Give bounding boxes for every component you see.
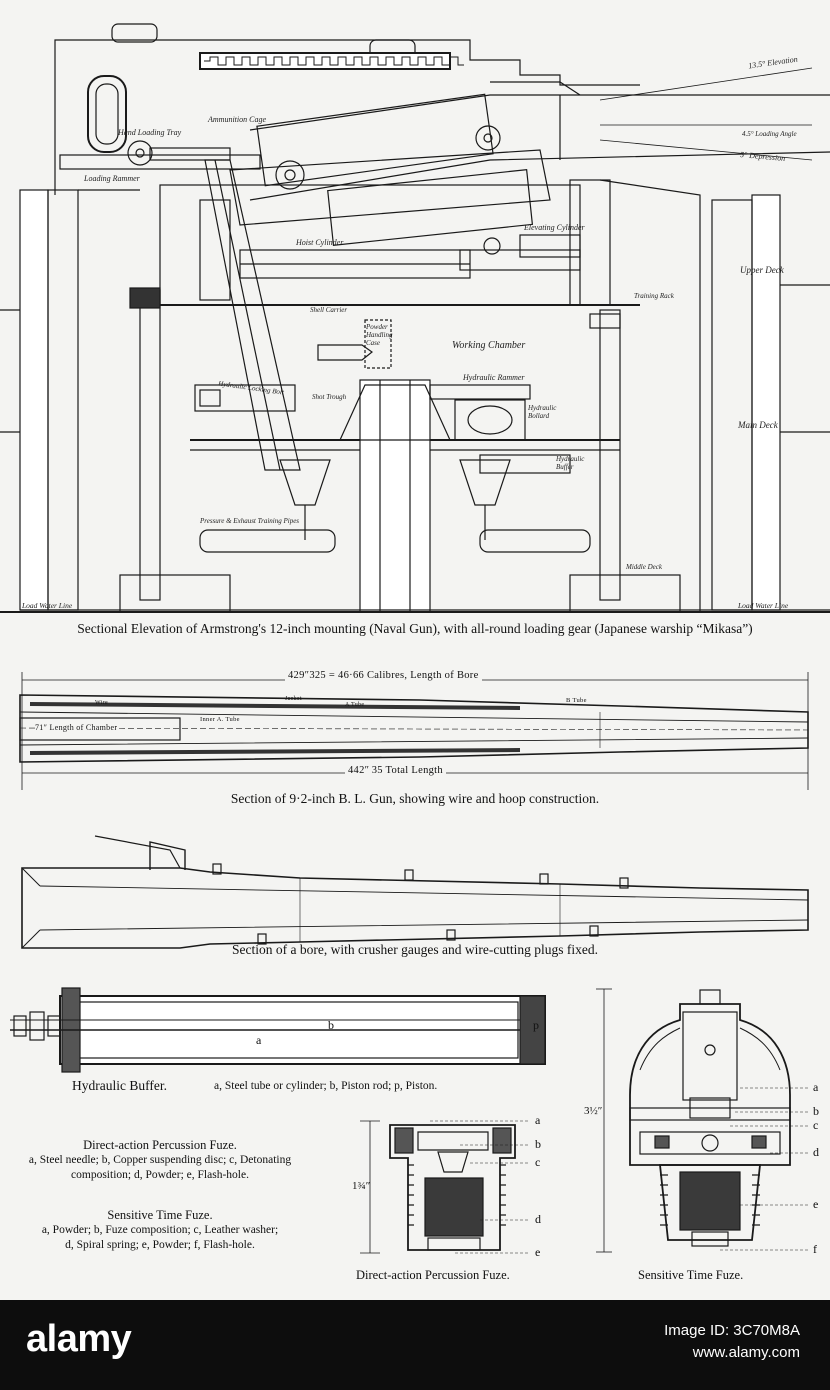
pressure-exhaust-pipes-label: Pressure & Exhaust Training Pipes [200, 517, 300, 525]
buffer-letter-p: p [533, 1018, 539, 1032]
image-id-label: Image ID: 3C70M8A [664, 1322, 800, 1339]
working-chamber-label: Working Chamber [452, 340, 526, 351]
loading-rammer-label: Loading Rammer [84, 174, 140, 183]
hydraulic-bollard-label: Hydraulic Bollard [528, 404, 557, 420]
gun-section-drawing [19, 672, 809, 790]
percussion-fuze-drawing [360, 1120, 530, 1254]
buffer-letter-b: b [328, 1018, 334, 1032]
time-letter-f: f [813, 1242, 817, 1256]
percussion-letter-c: c [535, 1155, 541, 1169]
time-letter-c: c [813, 1118, 819, 1132]
buffer-title: Hydraulic Buffer. [72, 1078, 167, 1093]
bore-section-drawing [21, 835, 809, 949]
hand-loading-tray-label: Hand Loading Tray [118, 128, 182, 137]
loading-angle-label: 4.5° Loading Angle [742, 130, 797, 138]
middle-deck-label: Middle Deck [626, 563, 662, 571]
training-rack-label: Training Rack [634, 292, 674, 300]
wire-label: Wire [95, 700, 108, 706]
hydraulic-buffer-drawing [10, 987, 546, 1073]
elevating-cylinder-label: Elevating Cylinder [524, 223, 585, 232]
time-fuze-drawing [596, 988, 808, 1253]
mounting-caption: Sectional Elevation of Armstrong's 12-in… [77, 621, 753, 636]
time-dimension: 3½″ [584, 1105, 603, 1117]
ammunition-cage-label: Ammunition Cage [208, 115, 266, 124]
percussion-dimension: 1¾″ [352, 1180, 371, 1192]
time-letter-a: a [813, 1080, 819, 1094]
b-tube-label: B Tube [566, 697, 587, 704]
time-fuze-legend: Sensitive Time Fuze. a, Powder; b, Fuze … [0, 1208, 320, 1253]
hoist-cylinder-label: Hoist Cylinder [296, 238, 344, 247]
hydraulic-buffer-label: Hydraulic Buffer [556, 455, 585, 471]
upper-deck-label: Upper Deck [740, 265, 784, 275]
mounting-elevation-drawing [0, 23, 830, 613]
time-legend-line2: d, Spiral spring; e, Powder; f, Flash-ho… [65, 1239, 255, 1251]
jacket-label: Jacket [285, 696, 302, 702]
bore-length-label: 429″325 = 46·66 Calibres, Length of Bore [285, 670, 482, 681]
percussion-letter-b: b [535, 1137, 541, 1151]
load-water-line-right: Load Water Line [738, 601, 789, 610]
time-legend-title: Sensitive Time Fuze. [107, 1208, 213, 1222]
technical-drawings [0, 23, 830, 1254]
percussion-letter-d: d [535, 1212, 541, 1226]
time-legend-line1: a, Powder; b, Fuze composition; c, Leath… [41, 1224, 279, 1236]
main-deck-label: Main Deck [738, 420, 778, 430]
inner-a-tube-label: Inner A. Tube [200, 716, 240, 723]
stock-footer-bar: alamy Image ID: 3C70M8A www.alamy.com [0, 1300, 830, 1390]
powder-handling-case-label: Powder Handling Case [366, 323, 393, 347]
chamber-length-label: 71″ Length of Chamber [35, 723, 118, 732]
gun-section-caption: Section of 9·2-inch B. L. Gun, showing w… [230, 791, 600, 806]
site-url: www.alamy.com [692, 1344, 800, 1361]
a-tube-label: A Tube [345, 702, 365, 708]
buffer-legend: a, Steel tube or cylinder; b, Piston rod… [214, 1080, 438, 1092]
buffer-letter-a: a [256, 1033, 262, 1047]
percussion-legend-line1: a, Steel needle; b, Copper suspending di… [28, 1154, 292, 1166]
engraving-plate: 13.5° Elevation 4.5° Loading Angle 5° De… [0, 0, 830, 1300]
shot-trough-label: Shot Trough [312, 393, 347, 401]
alamy-logo: alamy [26, 1318, 132, 1360]
percussion-fuze-legend: Direct-action Percussion Fuze. a, Steel … [0, 1138, 320, 1183]
percussion-legend-line2: composition; d, Powder; e, Flash-hole. [71, 1169, 249, 1181]
hydraulic-rammer-label: Hydraulic Rammer [463, 373, 525, 382]
load-water-line-left: Load Water Line [22, 601, 73, 610]
time-letter-b: b [813, 1104, 819, 1118]
total-length-label: 442″ 35 Total Length [345, 765, 446, 776]
time-letter-d: d [813, 1145, 819, 1159]
percussion-legend-title: Direct-action Percussion Fuze. [83, 1138, 237, 1152]
percussion-letter-a: a [535, 1113, 541, 1127]
time-fuze-caption: Sensitive Time Fuze. [638, 1268, 744, 1282]
time-letter-e: e [813, 1197, 819, 1211]
shell-carrier-label: Shell Carrier [310, 306, 348, 314]
percussion-fuze-caption: Direct-action Percussion Fuze. [356, 1268, 510, 1282]
percussion-letter-e: e [535, 1245, 541, 1259]
bore-section-caption: Section of a bore, with crusher gauges a… [232, 942, 598, 957]
